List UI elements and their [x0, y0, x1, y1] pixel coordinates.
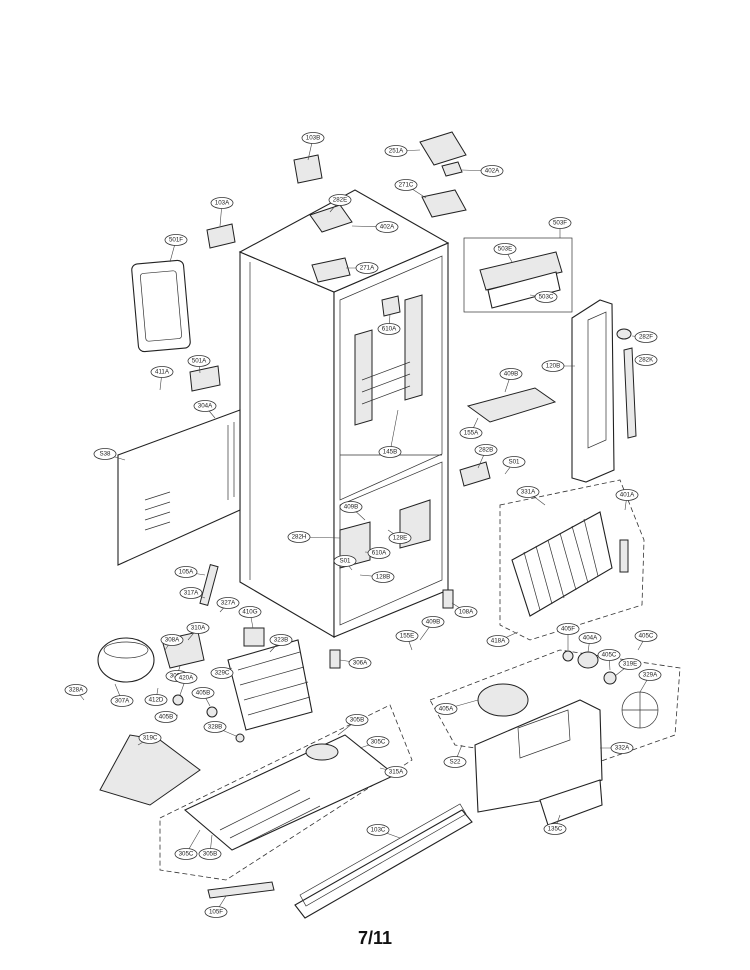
callout-328B: 328B: [208, 724, 222, 731]
callout-402A: 402A: [485, 168, 500, 175]
callout-S22: S22: [449, 759, 461, 766]
front-grille: [294, 803, 473, 919]
callout-409B-c: 409B: [426, 619, 440, 626]
left-panels: [117, 259, 241, 566]
callout-103A: 103A: [215, 200, 230, 207]
callout-282B: 282B: [479, 447, 493, 454]
callout-418A: 418A: [491, 638, 506, 645]
callout-S01-b: S01: [339, 558, 351, 565]
callout-412D: 412D: [149, 697, 164, 704]
mid-parts: [459, 387, 557, 487]
rear-cover-group: [429, 649, 681, 826]
callout-323B: 323B: [274, 637, 288, 644]
cabinet-body: [238, 189, 454, 669]
callout-328A: 328A: [69, 687, 84, 694]
callout-329A: 329A: [643, 672, 658, 679]
callout-411A: 411A: [155, 369, 170, 376]
callout-305C-b: 305C: [179, 851, 194, 858]
callout-405B: 405B: [196, 690, 210, 697]
callout-145B: 145B: [383, 449, 397, 456]
callout-420A: 420A: [179, 675, 194, 682]
callout-610A-b: 610A: [372, 550, 387, 557]
base-plate-group: [159, 704, 413, 899]
callout-307A: 307A: [115, 698, 130, 705]
callout-108A: 108A: [459, 609, 474, 616]
callout-S01: S01: [508, 459, 520, 466]
callout-404A: 404A: [583, 635, 598, 642]
callout-405B-b: 405B: [159, 714, 173, 721]
callout-305B: 305B: [350, 717, 364, 724]
callout-319E: 319E: [623, 661, 637, 668]
duct-cover: [571, 299, 637, 483]
callout-402A-b: 402A: [380, 224, 395, 231]
callout-327A: 327A: [221, 600, 236, 607]
callout-331A: 331A: [521, 489, 536, 496]
callout-405A: 405A: [439, 706, 454, 713]
callout-315A: 315A: [389, 769, 404, 776]
page-number: 7/11: [357, 928, 393, 948]
callout-120B: 120B: [546, 363, 560, 370]
callout-271C: 271C: [399, 182, 414, 189]
callout-401A: 401A: [620, 492, 635, 499]
callout-layer: 103B 251A 402A 282E 271C 402A 103A 501F …: [64, 132, 662, 918]
callout-409B-b: 409B: [344, 504, 358, 511]
condenser-group: [499, 479, 645, 641]
callout-501A: 501A: [192, 358, 207, 365]
callout-308A: 308A: [165, 637, 180, 644]
callout-105A: 105A: [179, 569, 194, 576]
callout-155A: 155A: [464, 430, 479, 437]
top-hinge-parts: [206, 131, 467, 249]
damper-assembly-box: [463, 237, 573, 313]
callout-503E: 503E: [498, 246, 512, 253]
callout-405C-b: 405C: [602, 652, 617, 659]
callout-503F: 503F: [553, 220, 567, 227]
callout-405C: 405C: [639, 633, 654, 640]
callout-282F: 282F: [639, 334, 653, 341]
callout-332A: 332A: [615, 745, 630, 752]
callout-405F: 405F: [561, 626, 575, 633]
callout-305B-b: 305B: [203, 851, 217, 858]
callout-251A: 251A: [389, 148, 404, 155]
callout-306A: 306A: [353, 660, 368, 667]
callout-271A: 271A: [360, 265, 375, 272]
callout-S38: S38: [99, 451, 111, 458]
callout-105F: 105F: [209, 909, 223, 916]
callout-503C: 503C: [539, 294, 554, 301]
callout-310A: 310A: [191, 625, 206, 632]
callout-128E: 128E: [393, 535, 407, 542]
callout-304A: 304A: [198, 403, 213, 410]
callout-409B: 409B: [504, 371, 518, 378]
callout-282H: 282H: [292, 534, 307, 541]
callout-103C: 103C: [371, 827, 386, 834]
callout-319C: 319C: [143, 735, 158, 742]
callout-135C: 135C: [548, 826, 563, 833]
callout-103B: 103B: [306, 135, 320, 142]
callout-501F: 501F: [169, 237, 183, 244]
callout-329C: 329C: [215, 670, 230, 677]
callout-155E: 155E: [400, 633, 414, 640]
callout-410G: 410G: [242, 609, 257, 616]
callout-317A: 317A: [184, 590, 199, 597]
callout-282K: 282K: [639, 357, 654, 364]
callout-282E: 282E: [333, 197, 347, 204]
callout-305C: 305C: [371, 739, 386, 746]
callout-128B: 128B: [376, 574, 390, 581]
compressor-group: [97, 564, 313, 806]
callout-610A: 610A: [382, 326, 397, 333]
